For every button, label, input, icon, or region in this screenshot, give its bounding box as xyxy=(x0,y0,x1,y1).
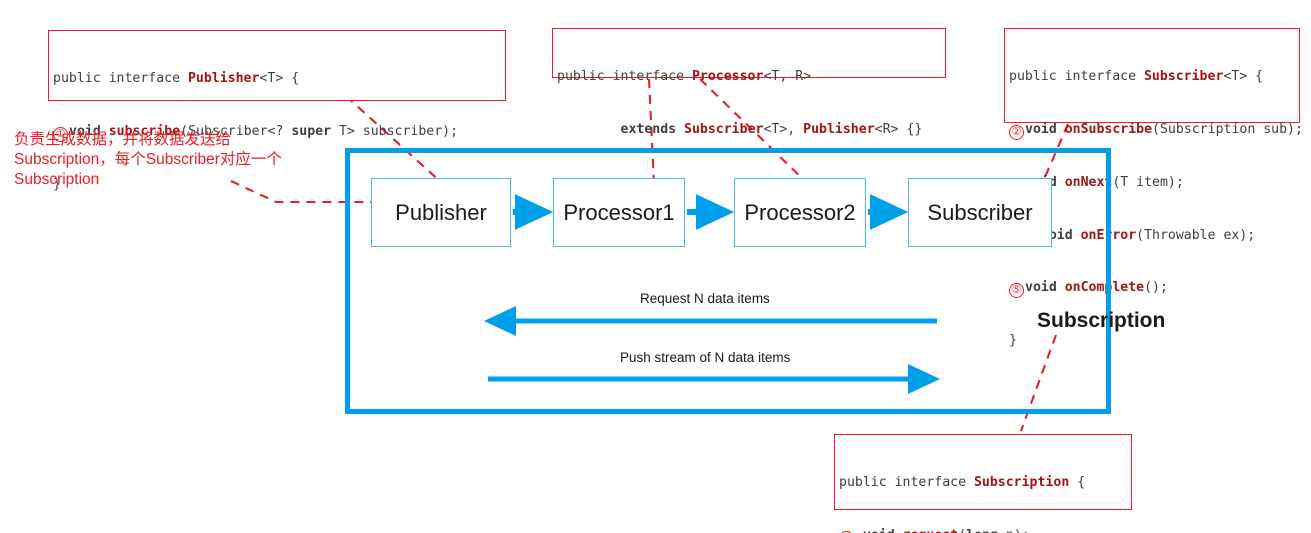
code-token-method: onNext xyxy=(1064,174,1113,190)
code-token: long xyxy=(966,528,998,533)
code-line: extends Subscriber<T>, Publisher<R> {} xyxy=(557,121,939,139)
code-line: public interface Publisher<T> { xyxy=(53,70,499,88)
code-token: n); xyxy=(998,528,1030,533)
code-line: ③ void request(long n); xyxy=(839,527,1125,533)
arrow-label-push: Push stream of N data items xyxy=(620,350,791,365)
code-token: { xyxy=(283,71,300,87)
code-token: T> subscriber); xyxy=(331,123,459,139)
code-token: <T> xyxy=(1223,69,1248,85)
code-line: } xyxy=(53,176,61,192)
code-token-type: Publisher xyxy=(187,71,260,87)
code-token: void xyxy=(69,123,109,139)
code-token: public interface xyxy=(557,69,692,85)
code-token-method: onSubscribe xyxy=(1064,121,1153,137)
code-token: super xyxy=(291,123,332,139)
code-token: <T> xyxy=(259,71,284,87)
code-line: public interface Subscriber<T> { xyxy=(1009,68,1293,86)
code-token-type: Subscription xyxy=(973,475,1070,491)
code-token-type: Subscriber xyxy=(684,121,764,137)
code-token-type: Publisher xyxy=(803,121,875,137)
code-callout-subscription: public interface Subscription { ③ void r… xyxy=(834,434,1132,533)
chinese-note-line-3: Subscription xyxy=(14,171,100,188)
code-token: (T item); xyxy=(1112,174,1184,190)
marker-number-5: ⑤ xyxy=(1009,283,1024,299)
code-token: , xyxy=(787,121,804,137)
arrow-label-request: Request N data items xyxy=(640,291,770,306)
node-processor2-label: Processor2 xyxy=(744,199,856,225)
node-processor1[interactable]: Processor1 xyxy=(553,178,685,247)
code-token: public interface xyxy=(839,475,974,491)
chinese-note-line-1: 负责生成数据，并将数据发送给 xyxy=(14,131,232,148)
code-token: extends xyxy=(557,121,685,137)
code-token: <T, R> xyxy=(763,69,812,85)
code-line: public interface Subscription { xyxy=(839,474,1125,492)
code-token: void xyxy=(1025,121,1065,137)
subscription-container-label: Subscription xyxy=(1037,309,1166,332)
code-token-method: request xyxy=(903,528,959,533)
code-token: public interface xyxy=(1009,69,1144,85)
marker-number-1: ① xyxy=(53,126,68,142)
code-token: { xyxy=(1247,69,1264,85)
code-token: void xyxy=(1025,280,1065,296)
code-token: (Subscriber<? xyxy=(180,123,292,139)
node-publisher[interactable]: Publisher xyxy=(371,178,511,247)
code-token: public interface xyxy=(53,71,188,87)
code-token-type: Subscriber xyxy=(1143,69,1224,85)
code-token: void xyxy=(855,528,903,533)
code-token: <T> xyxy=(763,121,788,137)
code-line: } xyxy=(1009,333,1017,349)
chinese-annotation-note: 负责生成数据，并将数据发送给 Subscription，每个Subscriber… xyxy=(14,130,334,190)
node-subscriber-label: Subscriber xyxy=(927,199,1033,225)
code-line: public interface Processor<T, R> xyxy=(557,68,939,86)
code-token: <R> {} xyxy=(874,121,923,137)
code-token-method: subscribe xyxy=(108,123,181,139)
subscription-container xyxy=(345,148,1111,414)
code-token: { xyxy=(1069,475,1086,491)
code-callout-processor: public interface Processor<T, R> extends… xyxy=(552,28,946,137)
node-subscriber[interactable]: Subscriber xyxy=(908,178,1052,247)
code-token: ( xyxy=(958,528,966,533)
marker-number-2: ② xyxy=(1009,124,1024,140)
code-token-type: Processor xyxy=(691,69,764,85)
node-processor1-label: Processor1 xyxy=(563,199,675,225)
code-token: (Throwable ex); xyxy=(1136,227,1256,243)
node-processor2[interactable]: Processor2 xyxy=(734,178,866,247)
code-token: (Subscription sub); xyxy=(1152,121,1303,137)
code-token: (); xyxy=(1144,280,1168,296)
code-token-method: onComplete xyxy=(1064,280,1145,296)
node-publisher-label: Publisher xyxy=(395,199,487,225)
chinese-note-line-2: Subscription，每个Subscriber对应一个 xyxy=(14,151,282,168)
